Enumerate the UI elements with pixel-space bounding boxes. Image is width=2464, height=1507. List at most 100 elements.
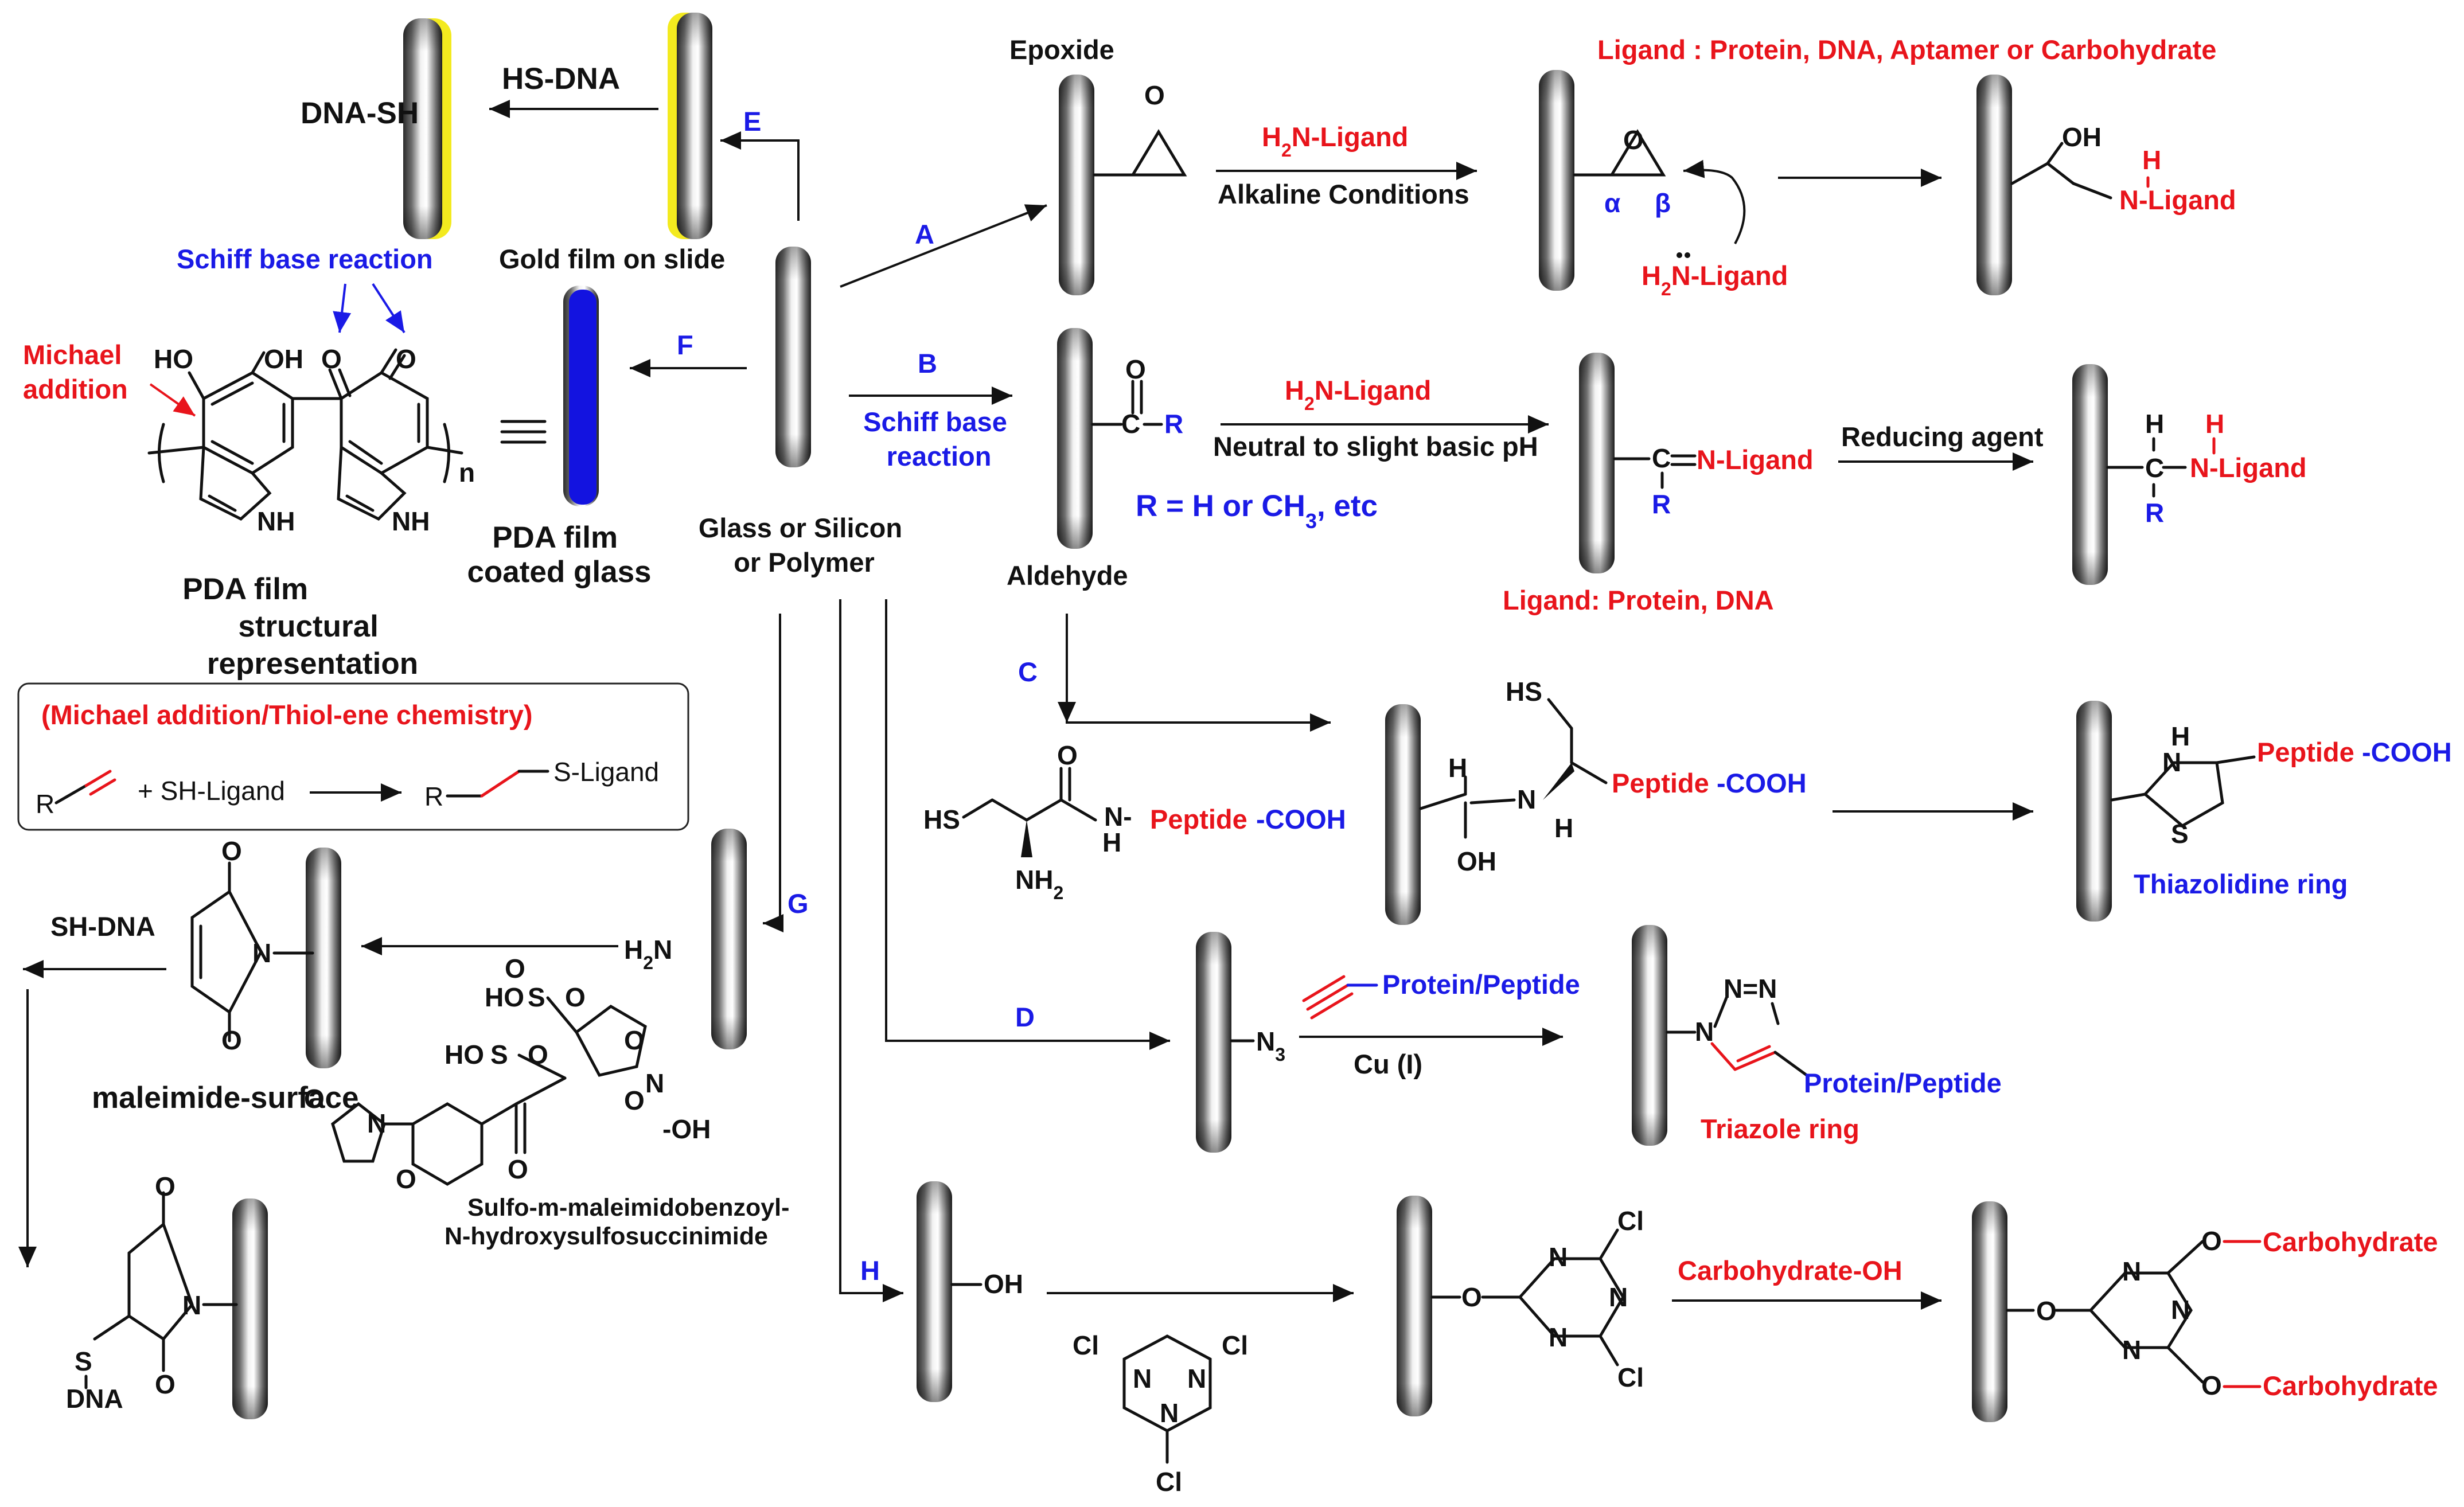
arrow-e	[720, 131, 800, 221]
svg-text:O: O	[2201, 1226, 2222, 1256]
rod-glass	[775, 247, 811, 467]
ci-nh: H	[1554, 813, 1573, 843]
alkyne-reagent: Protein/Peptide	[1382, 969, 1580, 1000]
a-prod-nligand: N-Ligand	[2119, 185, 2236, 215]
succ-o-1: O	[155, 1172, 176, 1201]
thiol-ene-product: S-Ligand	[553, 757, 659, 787]
rod-hemithioaminal	[1385, 704, 1421, 925]
rod-gold-2	[668, 13, 712, 239]
substrate-rods	[232, 13, 2112, 1422]
a-reagent: H2N-Ligand	[1262, 122, 1408, 161]
gold-film-label: Gold film on slide	[499, 244, 725, 274]
svg-text:Cl: Cl	[1156, 1467, 1182, 1497]
cu-label: Cu (I)	[1354, 1049, 1422, 1079]
rod-gold-1	[403, 18, 451, 239]
svg-text:N: N	[1187, 1364, 1206, 1393]
sulfo-smbs-label: Sulfo-m-maleimidobenzoyl- N-hydroxysulfo…	[445, 1194, 796, 1250]
rod-amine	[711, 829, 747, 1049]
ci-cooh: -COOH	[1717, 768, 1807, 798]
b-prod-c: C	[2145, 453, 2164, 483]
carbohydrate-1: Carbohydrate	[2263, 1227, 2438, 1257]
route-letter-a: A	[915, 219, 934, 249]
glass-label: Glass or Silicon or Polymer	[699, 513, 910, 577]
svg-text:O: O	[396, 1164, 416, 1194]
svg-text:Cl: Cl	[1617, 1206, 1644, 1236]
th-peptide: Peptide	[2257, 737, 2354, 767]
svg-text:O: O	[624, 1025, 645, 1055]
svg-text:O: O	[2036, 1296, 2057, 1326]
gold-route: DNA-SH HS-DNA Gold film on slide E Schif…	[177, 62, 800, 334]
svg-text:O: O	[1461, 1282, 1482, 1312]
rod-maleimide	[306, 848, 341, 1068]
route-c: C HS O NH2 N- H Peptide -COOH HS H OH N …	[923, 614, 2452, 903]
schiff-arrow-2	[372, 283, 406, 334]
reducing-agent-label: Reducing agent	[1841, 421, 2044, 452]
thiol-ene-box: (Michael addition/Thiol-ene chemistry) R…	[17, 682, 689, 831]
svg-text:HO: HO	[485, 982, 524, 1012]
triazole-pp: Protein/Peptide	[1804, 1068, 2002, 1098]
ci-h: H	[1448, 753, 1467, 783]
a-prod-oh: OH	[2062, 122, 2102, 152]
ligand-list-label: Ligand : Protein, DNA, Aptamer or Carboh…	[1597, 34, 2216, 65]
o-label-1: O	[321, 344, 342, 374]
c-hs: HS	[923, 805, 960, 834]
schiff-arrow-1	[333, 283, 352, 333]
svg-text:N: N	[2171, 1295, 2190, 1325]
nh-left: NH	[257, 506, 295, 536]
ci-hs: HS	[1506, 677, 1542, 706]
route-letter-e: E	[743, 106, 761, 136]
route-letter-b: B	[918, 348, 937, 378]
pda-structural-label: PDA film structural representation	[182, 572, 418, 681]
svg-text:O: O	[565, 982, 586, 1012]
carbohydrate-2: Carbohydrate	[2263, 1371, 2438, 1401]
succ-s: S	[75, 1346, 92, 1376]
rod-aldehyde	[1057, 328, 1093, 549]
svg-text:S: S	[528, 982, 545, 1012]
b-condition: Neutral to slight basic pH	[1213, 431, 1538, 462]
rod-epoxide	[1059, 75, 1094, 295]
c-nh2: NH2	[1015, 865, 1063, 903]
b-prod-nh: H	[2205, 409, 2224, 439]
tz-n1: N	[1695, 1017, 1714, 1047]
dna-sh-label: DNA-SH	[301, 96, 419, 130]
thiazolidine-label: Thiazolidine ring	[2134, 869, 2348, 899]
th-h: H	[2171, 721, 2190, 751]
epoxide-label: Epoxide	[1009, 34, 1114, 65]
carb-oh-reagent: Carbohydrate-OH	[1678, 1255, 1902, 1286]
svg-text:O: O	[2201, 1371, 2222, 1400]
a-prod-h: H	[2142, 145, 2161, 175]
ci-oh: OH	[1457, 846, 1496, 876]
svg-text:N: N	[1609, 1282, 1628, 1312]
b-schiff-label: Schiff base reaction	[863, 407, 1015, 471]
o-label-2: O	[396, 344, 416, 374]
b-reagent: H2N-Ligand	[1285, 375, 1431, 414]
succ-n: N	[182, 1290, 201, 1320]
svg-text:N: N	[1160, 1398, 1179, 1428]
th-cooh: -COOH	[2362, 737, 2452, 767]
nh-right: NH	[392, 506, 430, 536]
svg-text:N: N	[1549, 1242, 1568, 1272]
svg-text:O: O	[508, 1154, 528, 1184]
rod-pda	[563, 286, 599, 506]
route-letter-f: F	[677, 330, 693, 360]
svg-text:Cl: Cl	[1073, 1330, 1099, 1360]
svg-text:N: N	[1133, 1364, 1152, 1393]
r-definition: R = H or CH3, etc	[1136, 489, 1378, 533]
rod-azide	[1196, 932, 1231, 1153]
c-o: O	[1057, 740, 1078, 770]
rod-triazine	[1397, 1196, 1432, 1416]
route-letter-c: C	[1018, 657, 1038, 687]
svg-text:Cl: Cl	[1222, 1330, 1248, 1360]
b-prod-h: H	[2145, 409, 2164, 439]
rod-epoxide-attack	[1539, 70, 1574, 291]
svg-text:N: N	[367, 1108, 386, 1138]
svg-text:O: O	[304, 1084, 325, 1114]
svg-text:N: N	[2122, 1335, 2141, 1365]
svg-text:R: R	[1164, 409, 1183, 439]
mal-n: N	[252, 938, 271, 968]
route-b: B Schiff base reaction C O R Aldehyde R …	[849, 348, 2307, 615]
ci-n: N	[1517, 784, 1536, 814]
